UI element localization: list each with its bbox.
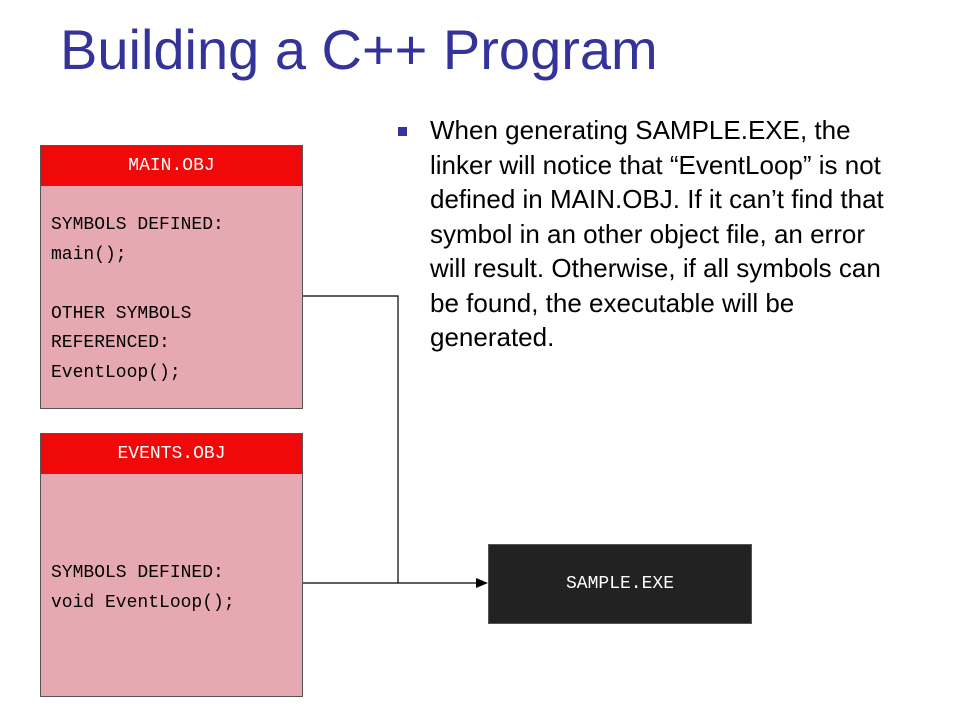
- events-obj-line: SYMBOLS DEFINED:: [51, 563, 224, 583]
- main-obj-box: MAIN.OBJ SYMBOLS DEFINED: main(); OTHER …: [40, 145, 303, 409]
- bullet-square-icon: [398, 127, 407, 136]
- arrowhead-icon: [476, 578, 488, 588]
- spacer: [51, 270, 302, 300]
- bullet-text: When generating SAMPLE.EXE, the linker w…: [430, 115, 884, 352]
- events-obj-line: void EventLoop();: [51, 592, 235, 613]
- main-obj-header: MAIN.OBJ: [41, 146, 302, 186]
- main-obj-line: EventLoop();: [51, 362, 181, 383]
- events-obj-body: SYMBOLS DEFINED: void EventLoop();: [41, 474, 302, 618]
- sample-exe-box: SAMPLE.EXE: [488, 544, 752, 624]
- events-obj-header: EVENTS.OBJ: [41, 434, 302, 474]
- main-obj-line: main();: [51, 244, 127, 265]
- events-obj-box: EVENTS.OBJ SYMBOLS DEFINED: void EventLo…: [40, 433, 303, 697]
- main-obj-line: SYMBOLS DEFINED:: [51, 215, 224, 235]
- main-obj-line: REFERENCED:: [51, 333, 170, 353]
- slide-title: Building a C++ Program: [60, 18, 658, 81]
- main-obj-line: OTHER SYMBOLS: [51, 303, 192, 324]
- main-obj-body: SYMBOLS DEFINED: main(); OTHER SYMBOLS R…: [41, 186, 302, 388]
